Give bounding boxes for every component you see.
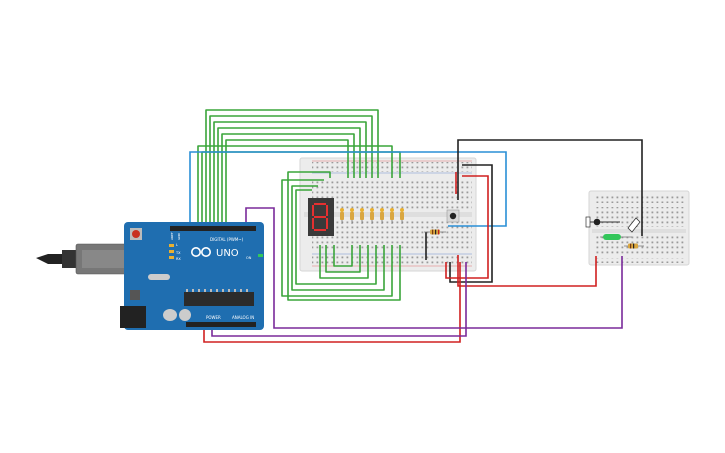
resistor-icon[interactable] — [424, 229, 446, 235]
seven-segment-display[interactable] — [308, 198, 334, 236]
reset-button-icon[interactable] — [130, 228, 142, 240]
led-resistor-icon[interactable] — [624, 243, 644, 249]
aref-label: AREF — [170, 232, 174, 240]
tx-label: TX — [175, 251, 181, 255]
arduino-logo-icon — [191, 247, 212, 258]
black-wires[interactable] — [425, 139, 643, 283]
slide-switch-icon[interactable] — [585, 216, 641, 233]
rx-label: RX — [176, 257, 181, 261]
analog-in-label: ANALOG IN — [232, 315, 254, 320]
arduino-uno-board[interactable]: UNO DIGITAL (PWM~) POWER ANALOG IN TX RX… — [120, 222, 264, 330]
on-led-label: ON — [246, 256, 252, 260]
gnd-label: GND — [177, 232, 181, 240]
resistor-array[interactable] — [340, 208, 404, 224]
purple-wires[interactable] — [211, 207, 623, 337]
digital-pins-label: DIGITAL (PWM~) — [210, 237, 244, 242]
usb-cable-icon — [36, 243, 137, 275]
led-icon[interactable] — [600, 234, 632, 240]
l-led-label: L — [176, 243, 178, 247]
secondary-breadboard — [588, 190, 690, 266]
pushbutton-icon[interactable] — [446, 209, 460, 223]
power-label: POWER — [206, 315, 221, 320]
arduino-model-label: UNO — [216, 248, 239, 259]
red-wires[interactable] — [203, 172, 597, 343]
blue-wire[interactable] — [189, 151, 507, 228]
